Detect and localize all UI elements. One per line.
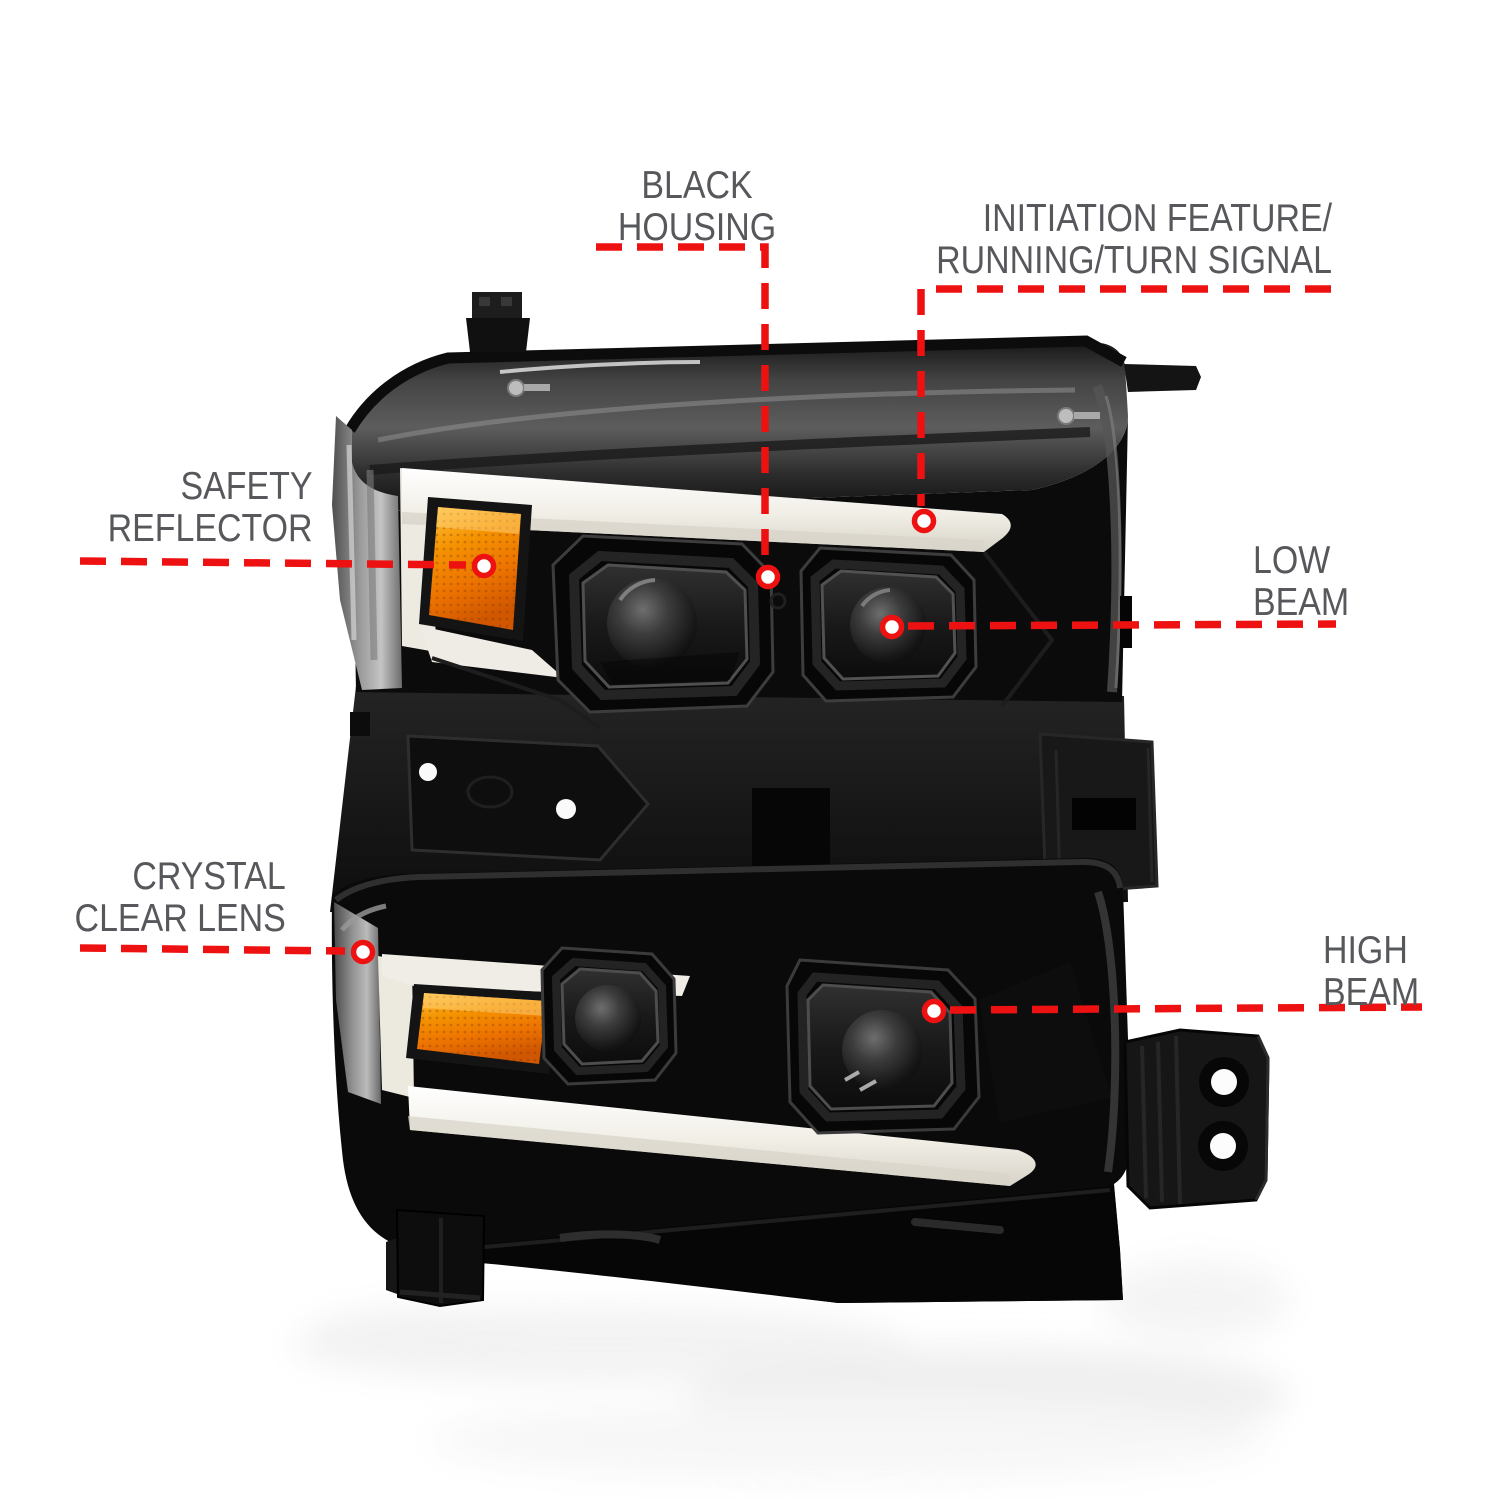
label-line: HIGH — [1323, 929, 1408, 972]
top-connector-tab — [466, 292, 530, 352]
label-line: BLACK — [641, 164, 753, 207]
projector-upper-left — [551, 534, 775, 714]
leader-high-beam — [949, 1003, 1423, 1014]
label-line: LOW — [1253, 539, 1331, 582]
marker-high-beam — [921, 998, 947, 1024]
mounting-plate — [406, 734, 650, 862]
mount-hole — [419, 763, 437, 781]
label-high-beam: HIGH BEAM — [1323, 930, 1419, 1014]
label-safety-reflector: SAFETY REFLECTOR — [107, 466, 312, 550]
label-line: CLEAR LENS — [74, 897, 286, 940]
marker-initiation-feature — [911, 508, 937, 534]
label-line: RUNNING/TURN SIGNAL — [936, 239, 1332, 282]
lower-lamp — [331, 857, 1132, 1303]
marker-low-beam — [879, 614, 905, 640]
label-line: HOUSING — [617, 206, 777, 249]
label-line: REFLECTOR — [107, 507, 312, 550]
label-initiation-feature: INITIATION FEATURE/ RUNNING/TURN SIGNAL — [936, 198, 1332, 282]
projector-lower-left — [540, 946, 678, 1086]
cover-clip — [1057, 407, 1100, 425]
drl-light-bar-lower — [408, 1086, 1036, 1186]
label-line: BEAM — [1253, 581, 1350, 624]
floor-reflection — [290, 1260, 1290, 1480]
label-low-beam: LOW BEAM — [1253, 540, 1349, 624]
projector-high-beam — [785, 958, 981, 1135]
callout-leaders — [79, 243, 1423, 1014]
marker-crystal-clear-lens — [350, 939, 376, 965]
leader-initiation-feature — [917, 285, 1331, 506]
leader-safety-reflector — [79, 557, 467, 569]
bracket-hole — [1210, 1133, 1236, 1159]
leader-crystal-clear-lens — [79, 944, 346, 955]
marker-safety-reflector — [471, 553, 497, 579]
leader-low-beam — [907, 620, 1337, 630]
bottom-mount-foot — [386, 1208, 486, 1308]
callout-markers — [350, 508, 947, 1024]
cover-clip — [507, 379, 550, 397]
label-crystal-clear-lens: CRYSTAL CLEAR LENS — [75, 856, 286, 940]
bracket-hole — [1211, 1069, 1237, 1095]
top-right-mount-tab — [1124, 364, 1201, 392]
upper-lamp — [332, 292, 1201, 730]
label-line: BEAM — [1323, 971, 1420, 1014]
label-black-housing: BLACK HOUSING — [618, 165, 776, 249]
leader-black-housing — [596, 243, 769, 560]
label-line: SAFETY — [180, 465, 312, 508]
marker-black-housing — [755, 564, 781, 590]
mount-hole — [556, 799, 576, 819]
side-mount-bracket — [1123, 1028, 1270, 1210]
label-line: CRYSTAL — [132, 855, 286, 898]
label-line: INITIATION FEATURE/ — [982, 197, 1332, 240]
